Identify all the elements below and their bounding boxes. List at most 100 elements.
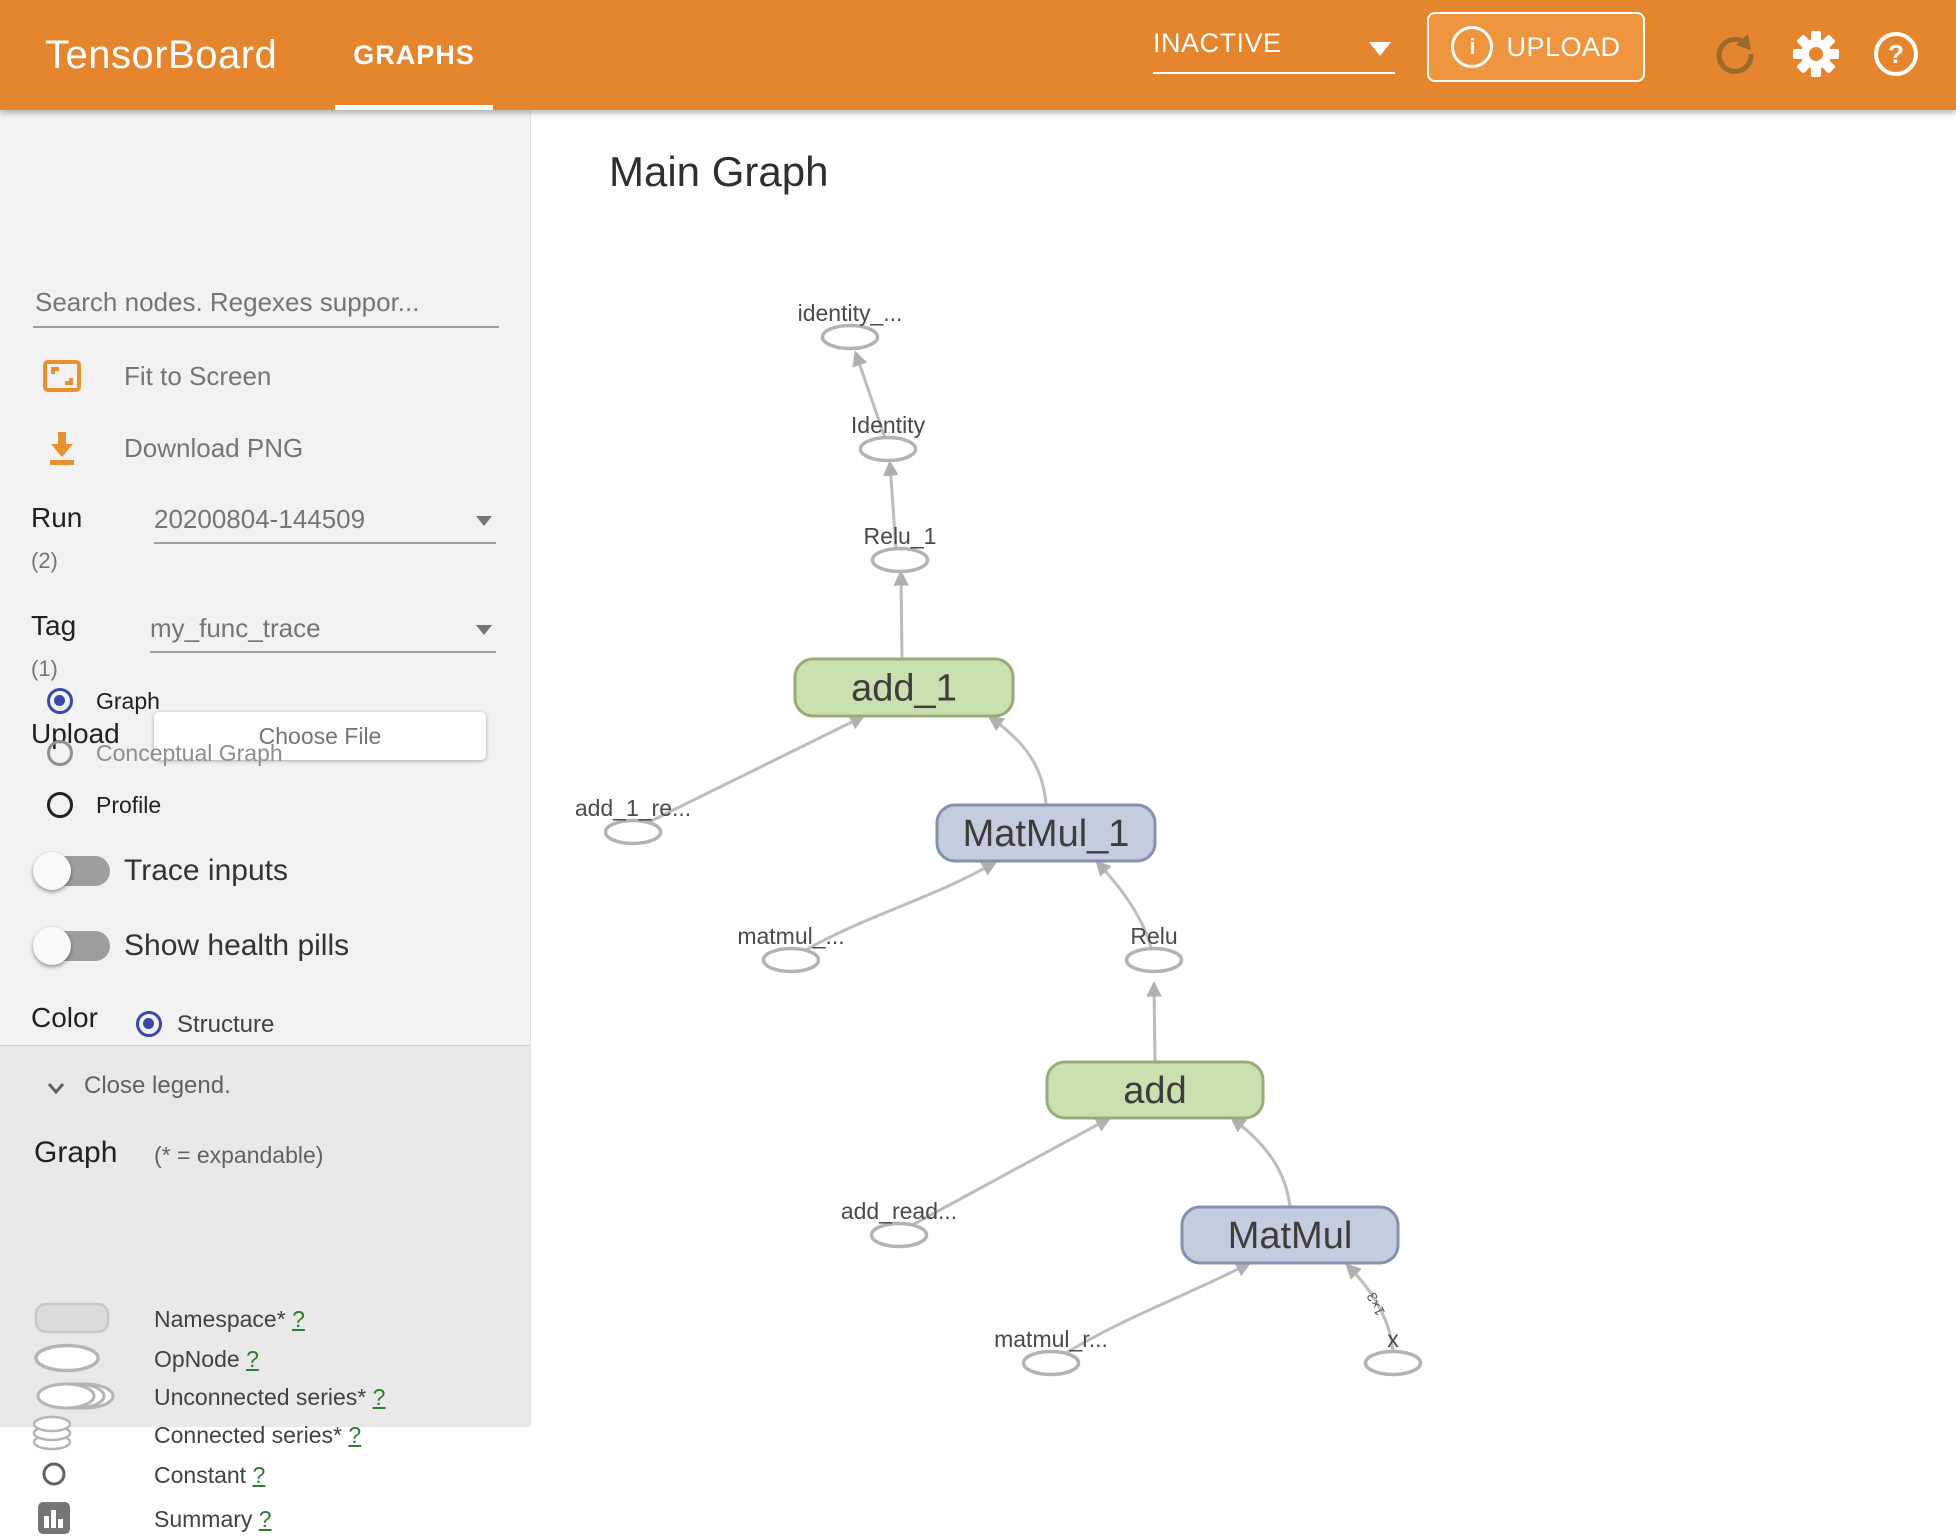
graph-canvas[interactable]: add_1MatMul_1addMatMulidentity_...Identi… [535, 110, 1956, 1426]
graph-node-label-add-1: add_1 [851, 668, 957, 710]
namespace-icon [30, 1298, 130, 1338]
graph-node-label-add: add [1123, 1070, 1186, 1112]
edge-add-read-to-add [913, 1117, 1112, 1226]
upload-button[interactable]: i UPLOAD [1427, 12, 1645, 82]
graph-opnode-relu-1[interactable] [870, 546, 930, 574]
search-input[interactable] [33, 278, 499, 328]
fit-to-screen-button[interactable]: Fit to Screen [0, 354, 530, 398]
tab-graphs[interactable]: GRAPHS [353, 39, 475, 70]
settings-gear-icon[interactable] [1788, 26, 1844, 82]
run-select[interactable]: 20200804-144509 [154, 498, 496, 544]
edge-matmul-read-1-to-matmul-1 [803, 861, 998, 953]
constant-icon [30, 1454, 130, 1494]
toggle-knob [33, 927, 71, 965]
legend-item-opnode: OpNode ? [0, 1338, 530, 1378]
info-icon: i [1451, 26, 1494, 68]
help-link[interactable]: ? [372, 1384, 386, 1410]
show-health-pills-label: Show health pills [124, 929, 350, 962]
help-link[interactable]: ? [292, 1306, 305, 1332]
radio-icon [47, 792, 73, 818]
graph-opnode-identity-out[interactable] [820, 323, 880, 351]
run-count: (2) [31, 548, 58, 573]
radio-selected-icon [47, 688, 73, 714]
radio-icon [47, 740, 73, 766]
help-icon[interactable]: ? [1868, 26, 1924, 82]
graph-opnode-matmul-read[interactable] [1021, 1349, 1081, 1377]
run-label: Run [31, 502, 83, 533]
edge-add-1-to-relu-1 [893, 570, 909, 660]
help-link[interactable]: ? [258, 1506, 272, 1532]
graph-opnode-add-1-read[interactable] [603, 818, 663, 846]
status-dropdown-value: INACTIVE [1153, 28, 1282, 58]
unconnected-series-icon [30, 1376, 130, 1416]
chevron-down-icon [476, 516, 492, 526]
help-glyph: ? [1888, 39, 1904, 69]
choose-file-button[interactable]: Choose File [154, 712, 486, 760]
graph-opnode-label-identity: Identity [851, 412, 926, 438]
graph-controls-sidebar: Fit to Screen Download PNG Run (2) 20200… [0, 110, 531, 1534]
show-health-pills-toggle[interactable]: Show health pills [0, 922, 530, 970]
color-label: Color [31, 1002, 98, 1033]
graph-node-matmul[interactable] [1180, 1205, 1400, 1265]
graph-node-matmul-1[interactable] [935, 803, 1157, 863]
legend-item-label: Summary [154, 1506, 253, 1532]
legend-heading-note: (* = expandable) [154, 1142, 324, 1168]
chevron-down-icon [1369, 42, 1391, 56]
upload-button-label: UPLOAD [1506, 31, 1621, 62]
graph-node-add[interactable] [1045, 1060, 1265, 1120]
trace-inputs-label: Trace inputs [124, 854, 288, 887]
legend-item-label: Constant [154, 1462, 247, 1488]
graph-opnode-relu[interactable] [1124, 946, 1184, 974]
graph-opnode-label-add-read: add_read... [841, 1198, 957, 1224]
radio-profile-label: Profile [96, 791, 162, 818]
legend-item-label: OpNode [154, 1346, 240, 1372]
graph-opnode-add-read[interactable] [869, 1221, 929, 1249]
edge-x-to-matmul [1345, 1263, 1395, 1353]
edge-add-to-relu [1146, 981, 1162, 1063]
legend-item-summary: Summary ? [0, 1498, 530, 1538]
legend-heading: Graph [34, 1136, 118, 1169]
trace-inputs-toggle[interactable]: Trace inputs [0, 847, 530, 895]
tag-select-value: my_func_trace [150, 613, 321, 643]
edge-relu-1-to-identity [883, 460, 899, 550]
legend-panel: Close legend. Graph (* = expandable) Nam… [0, 1045, 530, 1534]
color-structure-radio[interactable]: Structure [100, 1005, 530, 1045]
radio-selected-icon [136, 1011, 162, 1037]
graph-opnode-identity[interactable] [858, 435, 918, 463]
radio-conceptual-graph-label: Conceptual Graph [96, 739, 283, 766]
radio-conceptual-graph[interactable]: Conceptual Graph [0, 733, 530, 773]
graph-opnode-label-x: x [1387, 1326, 1399, 1352]
edge-add-1-read-to-add-1 [646, 715, 866, 825]
help-link[interactable]: ? [246, 1346, 259, 1372]
tag-select[interactable]: my_func_trace [150, 607, 496, 653]
help-link[interactable]: ? [252, 1462, 266, 1488]
toggle-knob [33, 852, 71, 890]
graph-opnode-matmul-read-1[interactable] [761, 946, 821, 974]
legend-item-label: Namespace* [154, 1306, 286, 1332]
app-title: TensorBoard [45, 33, 278, 77]
refresh-icon[interactable] [1707, 26, 1763, 82]
radio-graph[interactable]: Graph [0, 681, 530, 721]
chevron-down-icon [476, 625, 492, 635]
radio-profile[interactable]: Profile [0, 785, 530, 825]
download-icon [42, 428, 82, 468]
fit-to-screen-icon [42, 356, 82, 396]
graph-opnode-label-relu: Relu [1130, 923, 1177, 949]
status-dropdown[interactable]: INACTIVE [1153, 28, 1395, 74]
page-title: Main Graph [609, 148, 829, 195]
legend-item-connected-series: Connected series* ? [0, 1414, 530, 1454]
graph-opnode-label-matmul-read: matmul_r... [994, 1326, 1108, 1352]
close-legend-label: Close legend. [84, 1072, 231, 1099]
legend-item-unconnected-series: Unconnected series* ? [0, 1376, 530, 1416]
graph-opnode-label-add-1-read: add_1_re... [575, 795, 691, 821]
graph-opnode-x[interactable] [1363, 1349, 1423, 1377]
graph-opnode-label-identity-out: identity_... [798, 300, 903, 326]
summary-icon [30, 1498, 130, 1538]
legend-item-namespace: Namespace* ? [0, 1298, 530, 1338]
edge-matmul-read-to-matmul [1065, 1262, 1252, 1355]
download-png-button[interactable]: Download PNG [0, 426, 530, 470]
graph-node-add-1[interactable] [793, 657, 1015, 718]
opnode-icon [30, 1338, 130, 1378]
edge-matmul-to-add [1229, 1116, 1292, 1208]
